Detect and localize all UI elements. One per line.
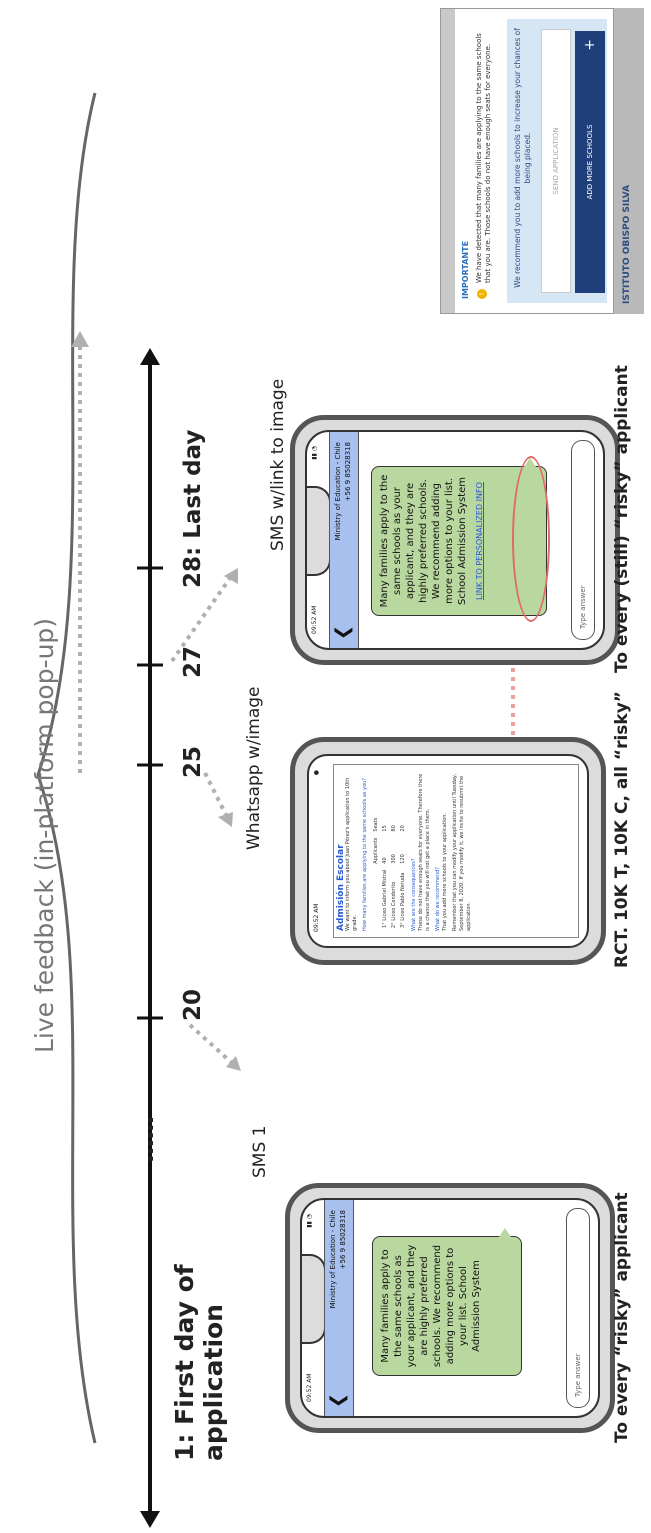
personalized-info-link[interactable]: LINK TO PERSONALIZED INFO — [475, 482, 484, 600]
start-label-line1: 1: First day of — [170, 1264, 199, 1461]
popup-background-page: ISTITUTO OBISPO SILVA — [614, 8, 644, 314]
whatsapp-image: Admisión Escolar We want to inform you a… — [333, 764, 579, 938]
message-text: Many families apply to the same schools … — [379, 474, 468, 608]
sms-link-screen: 09:52 AM ▮▮ ◔ ❮ Ministry of Education - C… — [305, 430, 605, 650]
plus-icon: + — [582, 39, 598, 51]
sender-name: Ministry of Education - Chile — [334, 442, 342, 541]
admision-logo: Admisión Escolar — [336, 844, 346, 931]
footer-middle: RCT. 10K T, 10K C, all “risky” — [612, 691, 632, 968]
wa-intro: We want to inform you about Juan Pérez's… — [345, 777, 358, 931]
tick-label-20: 20 — [180, 988, 206, 1021]
arrow-20 — [188, 1023, 234, 1065]
wa-a4: Remember that you can modify your applic… — [452, 773, 472, 931]
live-feedback-label: Live feedback (in-platform pop-up) — [30, 617, 59, 1053]
arrow-25 — [203, 772, 228, 816]
sms1-phone: 09:52 AM ▮▮ ◔ ❮ Ministry of Education - C… — [285, 1183, 615, 1433]
start-label-line2: application — [199, 1304, 228, 1461]
table-cell: 20 — [400, 825, 406, 832]
send-application-button[interactable]: SEND APPLICATION — [541, 29, 571, 293]
tick-label-27: 27 — [180, 645, 206, 678]
status-time: 09:52 AM — [313, 903, 320, 932]
arrow-27 — [170, 576, 232, 663]
important-popup: IMPORTANTE ! We have detected that many … — [440, 8, 614, 314]
popup-top-strip — [441, 9, 455, 313]
feedback-brace — [36, 92, 97, 1444]
table-cell: 3° Liceo Pablo Neruda — [400, 872, 406, 928]
table-header-row: Applicants Seats — [372, 815, 381, 931]
school-name: ISTITUTO OBISPO SILVA — [622, 184, 632, 304]
status-time: 09:52 AM — [311, 605, 318, 634]
table-cell: 2° Liceo Condorito — [391, 881, 397, 928]
sms-link-phone: 09:52 AM ▮▮ ◔ ❮ Ministry of Education - C… — [290, 415, 620, 665]
schools-table: Applicants Seats 1° Liceo Gabriel Mistra… — [372, 815, 408, 931]
back-chevron-icon[interactable]: ❮ — [332, 624, 353, 640]
table-row: 2° Liceo Condorito 300 80 — [390, 815, 399, 931]
add-more-schools-button[interactable]: ADD MORE SCHOOLS + — [575, 31, 605, 293]
phone-notch — [300, 1254, 326, 1344]
table-row: 1° Liceo Gabriel Mistral 40 15 — [381, 815, 390, 931]
sender-number: +56 9 85028318 — [339, 1210, 347, 1270]
add-more-schools-label: ADD MORE SCHOOLS — [586, 124, 594, 200]
message-bubble: Many families apply to the same schools … — [372, 1236, 522, 1376]
sms1-screen: 09:52 AM ▮▮ ◔ ❮ Ministry of Education - C… — [300, 1198, 600, 1418]
camera-dot-icon: ● — [313, 770, 320, 776]
table-cell: 300 — [391, 854, 397, 864]
sender: Ministry of Education - Chile +56 9 8502… — [328, 1210, 348, 1308]
warning-icon: ! — [477, 289, 487, 299]
type-answer-input[interactable]: Type answer — [571, 440, 595, 640]
status-time: 09:52 AM — [306, 1373, 313, 1402]
table-head-cell — [372, 867, 381, 931]
table-cell: 40 — [382, 857, 388, 864]
table-cell: 15 — [382, 825, 388, 832]
table-head-cell: Seats — [373, 817, 379, 832]
signal-icon: ▮▮ ◔ — [311, 446, 318, 460]
sms-header: ❮ Ministry of Education - Chile +56 9 85… — [329, 432, 359, 648]
sender-name: Ministry of Education - Chile — [329, 1210, 337, 1309]
tick-label-25: 25 — [180, 745, 206, 778]
wa-a3: That you add more schools to your applic… — [442, 813, 448, 931]
table-row: 3° Liceo Pablo Neruda 120 20 — [399, 815, 408, 931]
popup-paragraph2: We recommend you to add more schools to … — [513, 28, 532, 288]
sms-header: ❮ Ministry of Education - Chile +56 9 85… — [324, 1200, 354, 1416]
table-cell: 1° Liceo Gabriel Mistral — [382, 869, 388, 928]
table-cell: 120 — [400, 854, 406, 864]
back-chevron-icon[interactable]: ❮ — [327, 1392, 348, 1408]
channel-sms-link: SMS w/link to image — [268, 378, 288, 551]
timeline-ellipsis: ...... — [133, 1116, 159, 1163]
link-highlight-ellipse — [512, 456, 550, 622]
wa-q2: What are the consequences? — [411, 858, 417, 931]
whatsapp-phone: 09:52 AM ● Admisión Escolar We want to in… — [290, 737, 606, 965]
whatsapp-screen: 09:52 AM ● Admisión Escolar We want to in… — [307, 754, 589, 948]
phone-notch — [305, 486, 331, 576]
table-cell: 80 — [391, 825, 397, 832]
popup-paragraph1: We have detected that many families are … — [475, 33, 492, 283]
popup-title: IMPORTANTE — [461, 240, 470, 299]
wa-q1: How many families are applying to the sa… — [362, 778, 368, 931]
signal-icon: ▮▮ ◔ — [306, 1214, 313, 1228]
sender-number: +56 9 85028318 — [344, 442, 352, 502]
table-head-cell: Applicants — [373, 837, 379, 864]
type-answer-input[interactable]: Type answer — [566, 1208, 590, 1408]
channel-sms1: SMS 1 — [250, 1125, 270, 1178]
start-label: 1: First day of application — [170, 1264, 228, 1461]
channel-whatsapp: Whatsapp w/image — [244, 686, 264, 850]
wa-a2: These do not have enough seats for every… — [418, 773, 431, 931]
wa-q3: What do we recommend? — [435, 867, 441, 931]
tick-label-28: 28: Last day — [180, 429, 206, 588]
footer-right: To every (still) “risky” applicant — [612, 365, 632, 673]
footer-left: To every “risky” applicant — [612, 1192, 632, 1443]
sender: Ministry of Education - Chile +56 9 8502… — [333, 442, 353, 540]
